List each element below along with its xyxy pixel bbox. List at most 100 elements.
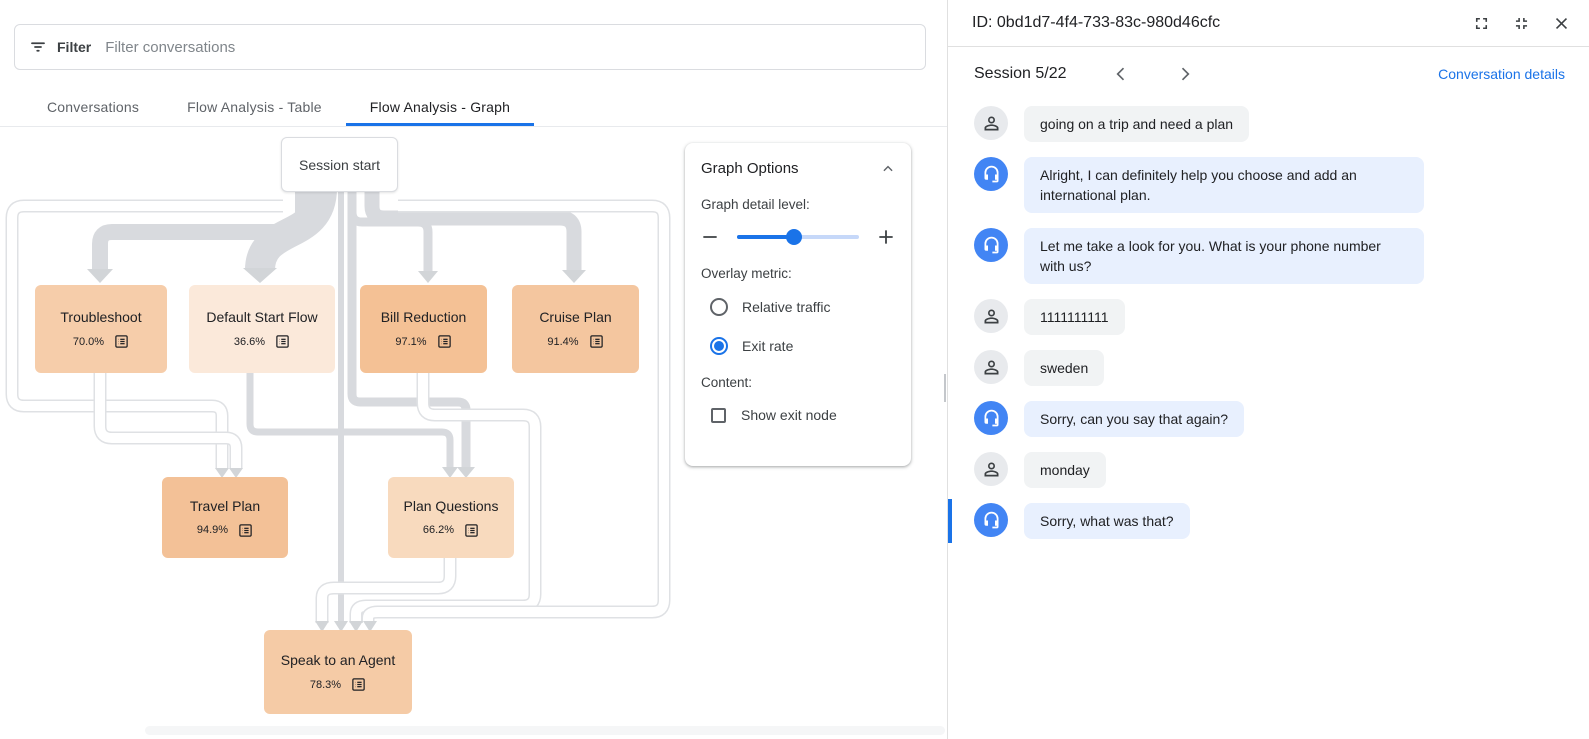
conversation-id-title: ID: 0bd1d7-4f4-733-83c-980d46cfc bbox=[972, 14, 1221, 31]
session-nav: Session 5/22 Conversation details bbox=[948, 47, 1589, 100]
next-session-icon[interactable] bbox=[1175, 64, 1195, 84]
node-exit-rate: 70.0% bbox=[72, 335, 105, 348]
checkbox-show-exit-node[interactable]: Show exit node bbox=[701, 407, 895, 423]
radio-relative-traffic[interactable]: Relative traffic bbox=[701, 298, 895, 316]
message-list: going on a trip and need a plan Alright,… bbox=[948, 100, 1589, 543]
node-exit-rate: 91.4% bbox=[547, 335, 579, 348]
horizontal-scrollbar[interactable] bbox=[145, 726, 945, 735]
node-label: Troubleshoot bbox=[60, 309, 142, 325]
graph-detail-slider bbox=[701, 228, 895, 246]
content-label: Content: bbox=[701, 375, 753, 390]
tab-bar: Conversations Flow Analysis - Table Flow… bbox=[0, 90, 947, 127]
checkbox-label: Show exit node bbox=[741, 407, 837, 423]
user-avatar-icon bbox=[974, 452, 1008, 486]
exit-fullscreen-icon[interactable] bbox=[1512, 14, 1531, 33]
slider-fill bbox=[737, 235, 795, 239]
node-label: Travel Plan bbox=[189, 497, 261, 514]
bot-headset-avatar-icon bbox=[974, 401, 1008, 435]
flow-graph-canvas[interactable]: Session start Troubleshoot 70.0% Default… bbox=[0, 127, 947, 739]
node-details-list-icon[interactable] bbox=[275, 334, 290, 349]
node-travel-plan[interactable]: Travel Plan 94.9% bbox=[162, 477, 288, 558]
node-exit-rate: 94.9% bbox=[196, 524, 229, 536]
radio-label: Exit rate bbox=[742, 338, 794, 354]
minus-icon[interactable] bbox=[701, 228, 719, 246]
node-plan-questions[interactable]: Plan Questions 66.2% bbox=[388, 477, 514, 558]
bot-message-bubble: Sorry, what was that? bbox=[1024, 503, 1190, 539]
message-row[interactable]: 1111111111 bbox=[948, 299, 1569, 335]
message-row-selected[interactable]: Sorry, what was that? bbox=[948, 499, 1569, 543]
user-message-bubble: monday bbox=[1024, 452, 1106, 488]
node-troubleshoot[interactable]: Troubleshoot 70.0% bbox=[35, 285, 167, 373]
node-exit-rate: 36.6% bbox=[233, 335, 266, 348]
node-details-list-icon[interactable] bbox=[114, 334, 129, 349]
graph-options-title: Graph Options bbox=[701, 160, 799, 177]
collapse-chevron-up-icon[interactable] bbox=[881, 162, 895, 176]
checkbox-unchecked-icon[interactable] bbox=[711, 407, 726, 423]
flow-graph-edges bbox=[5, 186, 671, 632]
message-row[interactable]: monday bbox=[948, 452, 1569, 488]
node-exit-rate: 66.2% bbox=[422, 524, 455, 536]
filter-conversations-input[interactable] bbox=[105, 38, 911, 56]
graph-detail-level-label: Graph detail level: bbox=[701, 197, 810, 212]
conversation-header: ID: 0bd1d7-4f4-733-83c-980d46cfc bbox=[948, 0, 1589, 47]
radio-unselected-icon[interactable] bbox=[710, 298, 728, 316]
node-label: Cruise Plan bbox=[539, 309, 612, 325]
session-counter: Session 5/22 bbox=[974, 64, 1067, 82]
node-cruise-plan[interactable]: Cruise Plan 91.4% bbox=[512, 285, 639, 373]
graph-options-panel: Graph Options Graph detail level: Overla… bbox=[685, 143, 911, 466]
node-details-list-icon[interactable] bbox=[437, 334, 452, 349]
panel-divider bbox=[947, 0, 948, 739]
close-icon[interactable] bbox=[1552, 14, 1571, 33]
tab-flow-analysis-graph[interactable]: Flow Analysis - Graph bbox=[345, 90, 535, 126]
user-avatar-icon bbox=[974, 350, 1008, 384]
radio-exit-rate[interactable]: Exit rate bbox=[701, 337, 895, 355]
user-message-bubble: sweden bbox=[1024, 350, 1105, 386]
filter-label: Filter bbox=[57, 39, 92, 55]
node-label: Default Start Flow bbox=[206, 309, 318, 325]
previous-session-icon[interactable] bbox=[1111, 64, 1131, 84]
node-details-list-icon[interactable] bbox=[238, 523, 253, 538]
node-label: Speak to an Agent bbox=[280, 652, 396, 668]
radio-label: Relative traffic bbox=[742, 299, 831, 315]
user-avatar-icon bbox=[974, 106, 1008, 140]
filter-bar[interactable]: Filter bbox=[14, 24, 926, 70]
message-row[interactable]: Let me take a look for you. What is your… bbox=[948, 228, 1569, 284]
bot-headset-avatar-icon bbox=[974, 157, 1008, 191]
conversation-detail-panel: ID: 0bd1d7-4f4-733-83c-980d46cfc Session… bbox=[948, 0, 1589, 739]
node-speak-to-an-agent[interactable]: Speak to an Agent 78.3% bbox=[264, 630, 412, 714]
user-message-bubble: 1111111111 bbox=[1024, 299, 1125, 335]
node-label: Session start bbox=[299, 156, 380, 173]
node-label: Bill Reduction bbox=[380, 309, 467, 325]
tab-flow-analysis-table[interactable]: Flow Analysis - Table bbox=[187, 99, 322, 115]
message-row[interactable]: going on a trip and need a plan bbox=[948, 106, 1569, 142]
user-message-bubble: going on a trip and need a plan bbox=[1024, 106, 1250, 142]
node-exit-rate: 97.1% bbox=[395, 335, 427, 348]
fullscreen-icon[interactable] bbox=[1472, 14, 1491, 33]
message-row[interactable]: Sorry, can you say that again? bbox=[948, 401, 1569, 437]
overlay-metric-label: Overlay metric: bbox=[701, 266, 792, 281]
node-default-start-flow[interactable]: Default Start Flow 36.6% bbox=[189, 285, 335, 373]
conversation-details-link[interactable]: Conversation details bbox=[1438, 65, 1565, 82]
plus-icon[interactable] bbox=[877, 228, 895, 246]
message-row[interactable]: Alright, I can definitely help you choos… bbox=[948, 157, 1569, 213]
slider-thumb[interactable] bbox=[786, 229, 803, 245]
tab-conversations[interactable]: Conversations bbox=[47, 99, 140, 115]
radio-selected-icon[interactable] bbox=[710, 337, 728, 355]
slider-track[interactable] bbox=[737, 229, 859, 245]
bot-headset-avatar-icon bbox=[974, 228, 1008, 262]
filter-icon bbox=[31, 42, 45, 52]
node-exit-rate: 78.3% bbox=[309, 678, 342, 691]
bot-headset-avatar-icon bbox=[974, 503, 1008, 537]
bot-message-bubble: Alright, I can definitely help you choos… bbox=[1024, 157, 1424, 213]
bot-message-bubble: Sorry, can you say that again? bbox=[1024, 401, 1245, 437]
node-session-start[interactable]: Session start bbox=[281, 137, 398, 192]
user-avatar-icon bbox=[974, 299, 1008, 333]
message-row[interactable]: sweden bbox=[948, 350, 1569, 386]
bot-message-bubble: Let me take a look for you. What is your… bbox=[1024, 228, 1424, 284]
node-details-list-icon[interactable] bbox=[351, 677, 366, 692]
node-bill-reduction[interactable]: Bill Reduction 97.1% bbox=[360, 285, 487, 373]
node-label: Plan Questions bbox=[403, 497, 499, 514]
node-details-list-icon[interactable] bbox=[464, 523, 479, 538]
node-details-list-icon[interactable] bbox=[589, 334, 604, 349]
flow-analysis-panel: Filter Conversations Flow Analysis - Tab… bbox=[0, 24, 947, 739]
